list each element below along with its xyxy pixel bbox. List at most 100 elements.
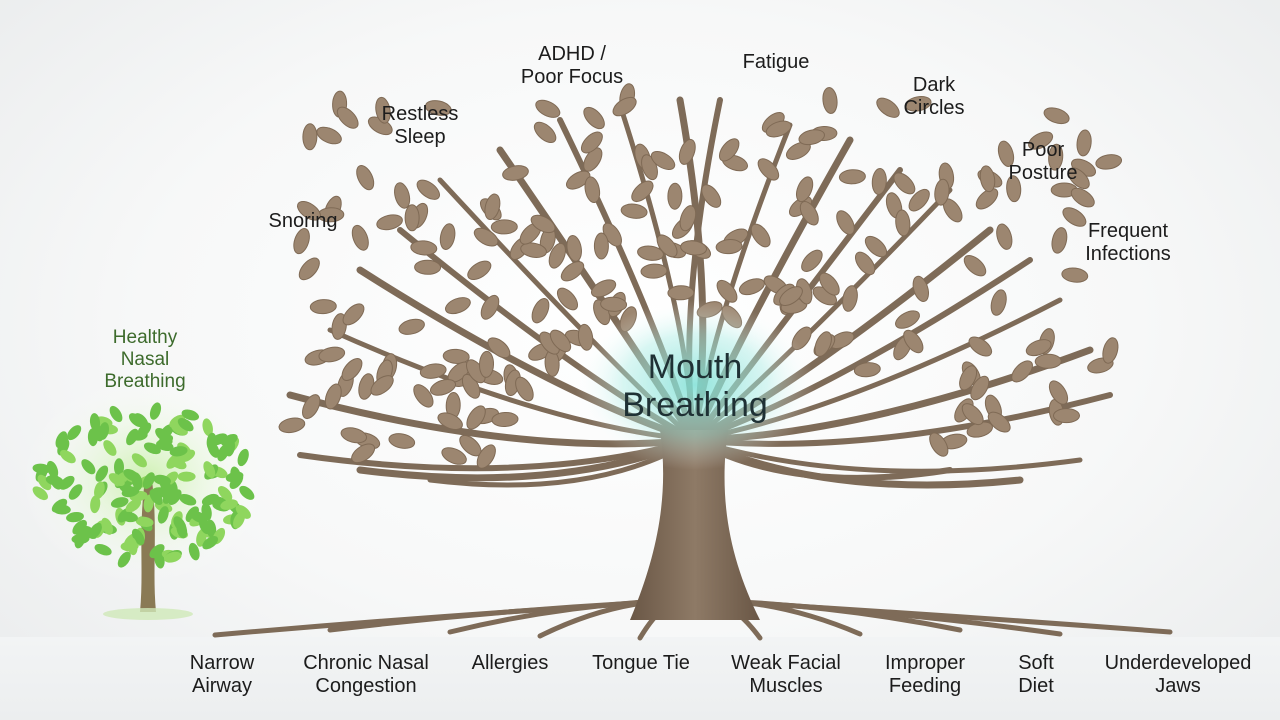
cause-underdeveloped-jaws: Underdeveloped Jaws xyxy=(1105,652,1252,698)
leaf xyxy=(480,294,500,320)
leaf xyxy=(302,394,321,420)
leaf xyxy=(1070,187,1095,208)
leaf xyxy=(1067,167,1090,190)
cause-line2: Muscles xyxy=(749,675,823,697)
leaf xyxy=(1076,129,1092,157)
leaf xyxy=(1048,143,1064,171)
leaf xyxy=(425,100,452,116)
healthy-leaf xyxy=(46,460,59,479)
leaf xyxy=(351,224,369,251)
healthy-leaf xyxy=(67,425,82,441)
symptom-line2: Infections xyxy=(1085,243,1171,265)
healthy-leaf xyxy=(109,405,123,423)
center-glow xyxy=(575,300,815,470)
healthy-leaf xyxy=(131,472,143,491)
healthy-label-line2: Nasal xyxy=(120,349,170,370)
leaf xyxy=(502,165,529,181)
leaf xyxy=(445,297,471,315)
cause-line2: Congestion xyxy=(315,675,417,697)
cause-line1: Narrow xyxy=(189,652,255,674)
leaf xyxy=(1028,131,1054,150)
symptom-line1: Snoring xyxy=(268,210,338,232)
leaf xyxy=(650,151,676,170)
healthy-leaf xyxy=(94,543,112,556)
leaf xyxy=(394,182,411,209)
healthy-leaf xyxy=(32,486,48,501)
healthy-leaf xyxy=(135,516,154,527)
symptom-line1: ADHD / xyxy=(538,43,606,65)
symptom-line2: Sleep xyxy=(394,126,446,148)
healthy-leaf xyxy=(45,475,64,486)
leaf xyxy=(970,375,990,401)
healthy-leaf xyxy=(149,402,162,420)
leaf xyxy=(530,214,556,234)
cause-narrow-airway: Narrow Airway xyxy=(190,652,254,698)
leaf xyxy=(990,289,1007,316)
leaf xyxy=(637,245,664,261)
healthy-leaf xyxy=(98,422,110,440)
leaf xyxy=(801,249,823,272)
healthy-leaf xyxy=(120,511,138,523)
cause-line1: Improper xyxy=(884,652,966,674)
leaf xyxy=(419,363,447,379)
leaf xyxy=(612,96,637,117)
leaf xyxy=(667,285,695,301)
healthy-leaf xyxy=(217,485,233,501)
leaf xyxy=(1095,154,1123,170)
cause-line2: Diet xyxy=(1018,675,1054,697)
leaf xyxy=(1043,107,1070,125)
leaf xyxy=(437,412,463,430)
leaf xyxy=(298,257,320,281)
healthy-leaf xyxy=(177,471,196,482)
healthy-leaf xyxy=(59,475,75,490)
healthy-leaf xyxy=(233,511,245,529)
healthy-leaf xyxy=(157,506,169,524)
cause-line2: Feeding xyxy=(888,675,962,697)
leaf xyxy=(556,287,579,311)
leaf xyxy=(370,375,394,396)
healthy-leaf xyxy=(74,531,86,549)
leaf xyxy=(750,223,771,248)
healthy-leaf xyxy=(142,472,155,489)
leaf xyxy=(560,261,585,282)
cause-allergies: Allergies xyxy=(472,652,549,675)
healthy-label: Healthy Nasal Breathing xyxy=(104,327,185,393)
leaf xyxy=(1011,360,1033,383)
leaf xyxy=(584,176,601,204)
leaf xyxy=(1034,353,1062,369)
leaf xyxy=(580,131,603,154)
leaf xyxy=(293,228,310,255)
tree-trunk xyxy=(630,430,760,620)
healthy-leaf xyxy=(181,409,199,421)
leaf xyxy=(1048,380,1069,405)
leaf xyxy=(583,147,603,172)
symptom-adhd: ADHD / Poor Focus xyxy=(521,43,623,89)
leaf xyxy=(549,329,572,353)
leaf xyxy=(838,169,866,185)
leaf xyxy=(679,205,697,232)
healthy-leaf xyxy=(66,511,84,523)
leaf xyxy=(467,260,492,280)
leaf xyxy=(1102,337,1119,364)
leaf xyxy=(1062,207,1087,227)
leaf xyxy=(297,200,321,221)
healthy-label-line1: Healthy xyxy=(112,327,178,348)
symptom-restless-sleep: Restless Sleep xyxy=(382,103,459,149)
leaf xyxy=(799,201,819,226)
symptom-frequent-infections: Frequent Infections xyxy=(1085,220,1171,266)
leaf xyxy=(490,219,518,235)
healthy-leaf xyxy=(237,448,249,467)
cause-line1: Soft xyxy=(1018,652,1054,674)
leaf xyxy=(413,384,434,408)
cause-line1: Chronic Nasal xyxy=(303,652,429,674)
leaf xyxy=(929,432,949,457)
healthy-leaf xyxy=(177,418,194,432)
leaf xyxy=(441,447,467,465)
root xyxy=(691,597,1173,635)
leaf xyxy=(968,336,993,357)
leaf xyxy=(715,239,743,255)
leaf xyxy=(1053,408,1080,424)
center-label-line1: Mouth xyxy=(647,348,743,386)
leaf xyxy=(341,358,363,381)
